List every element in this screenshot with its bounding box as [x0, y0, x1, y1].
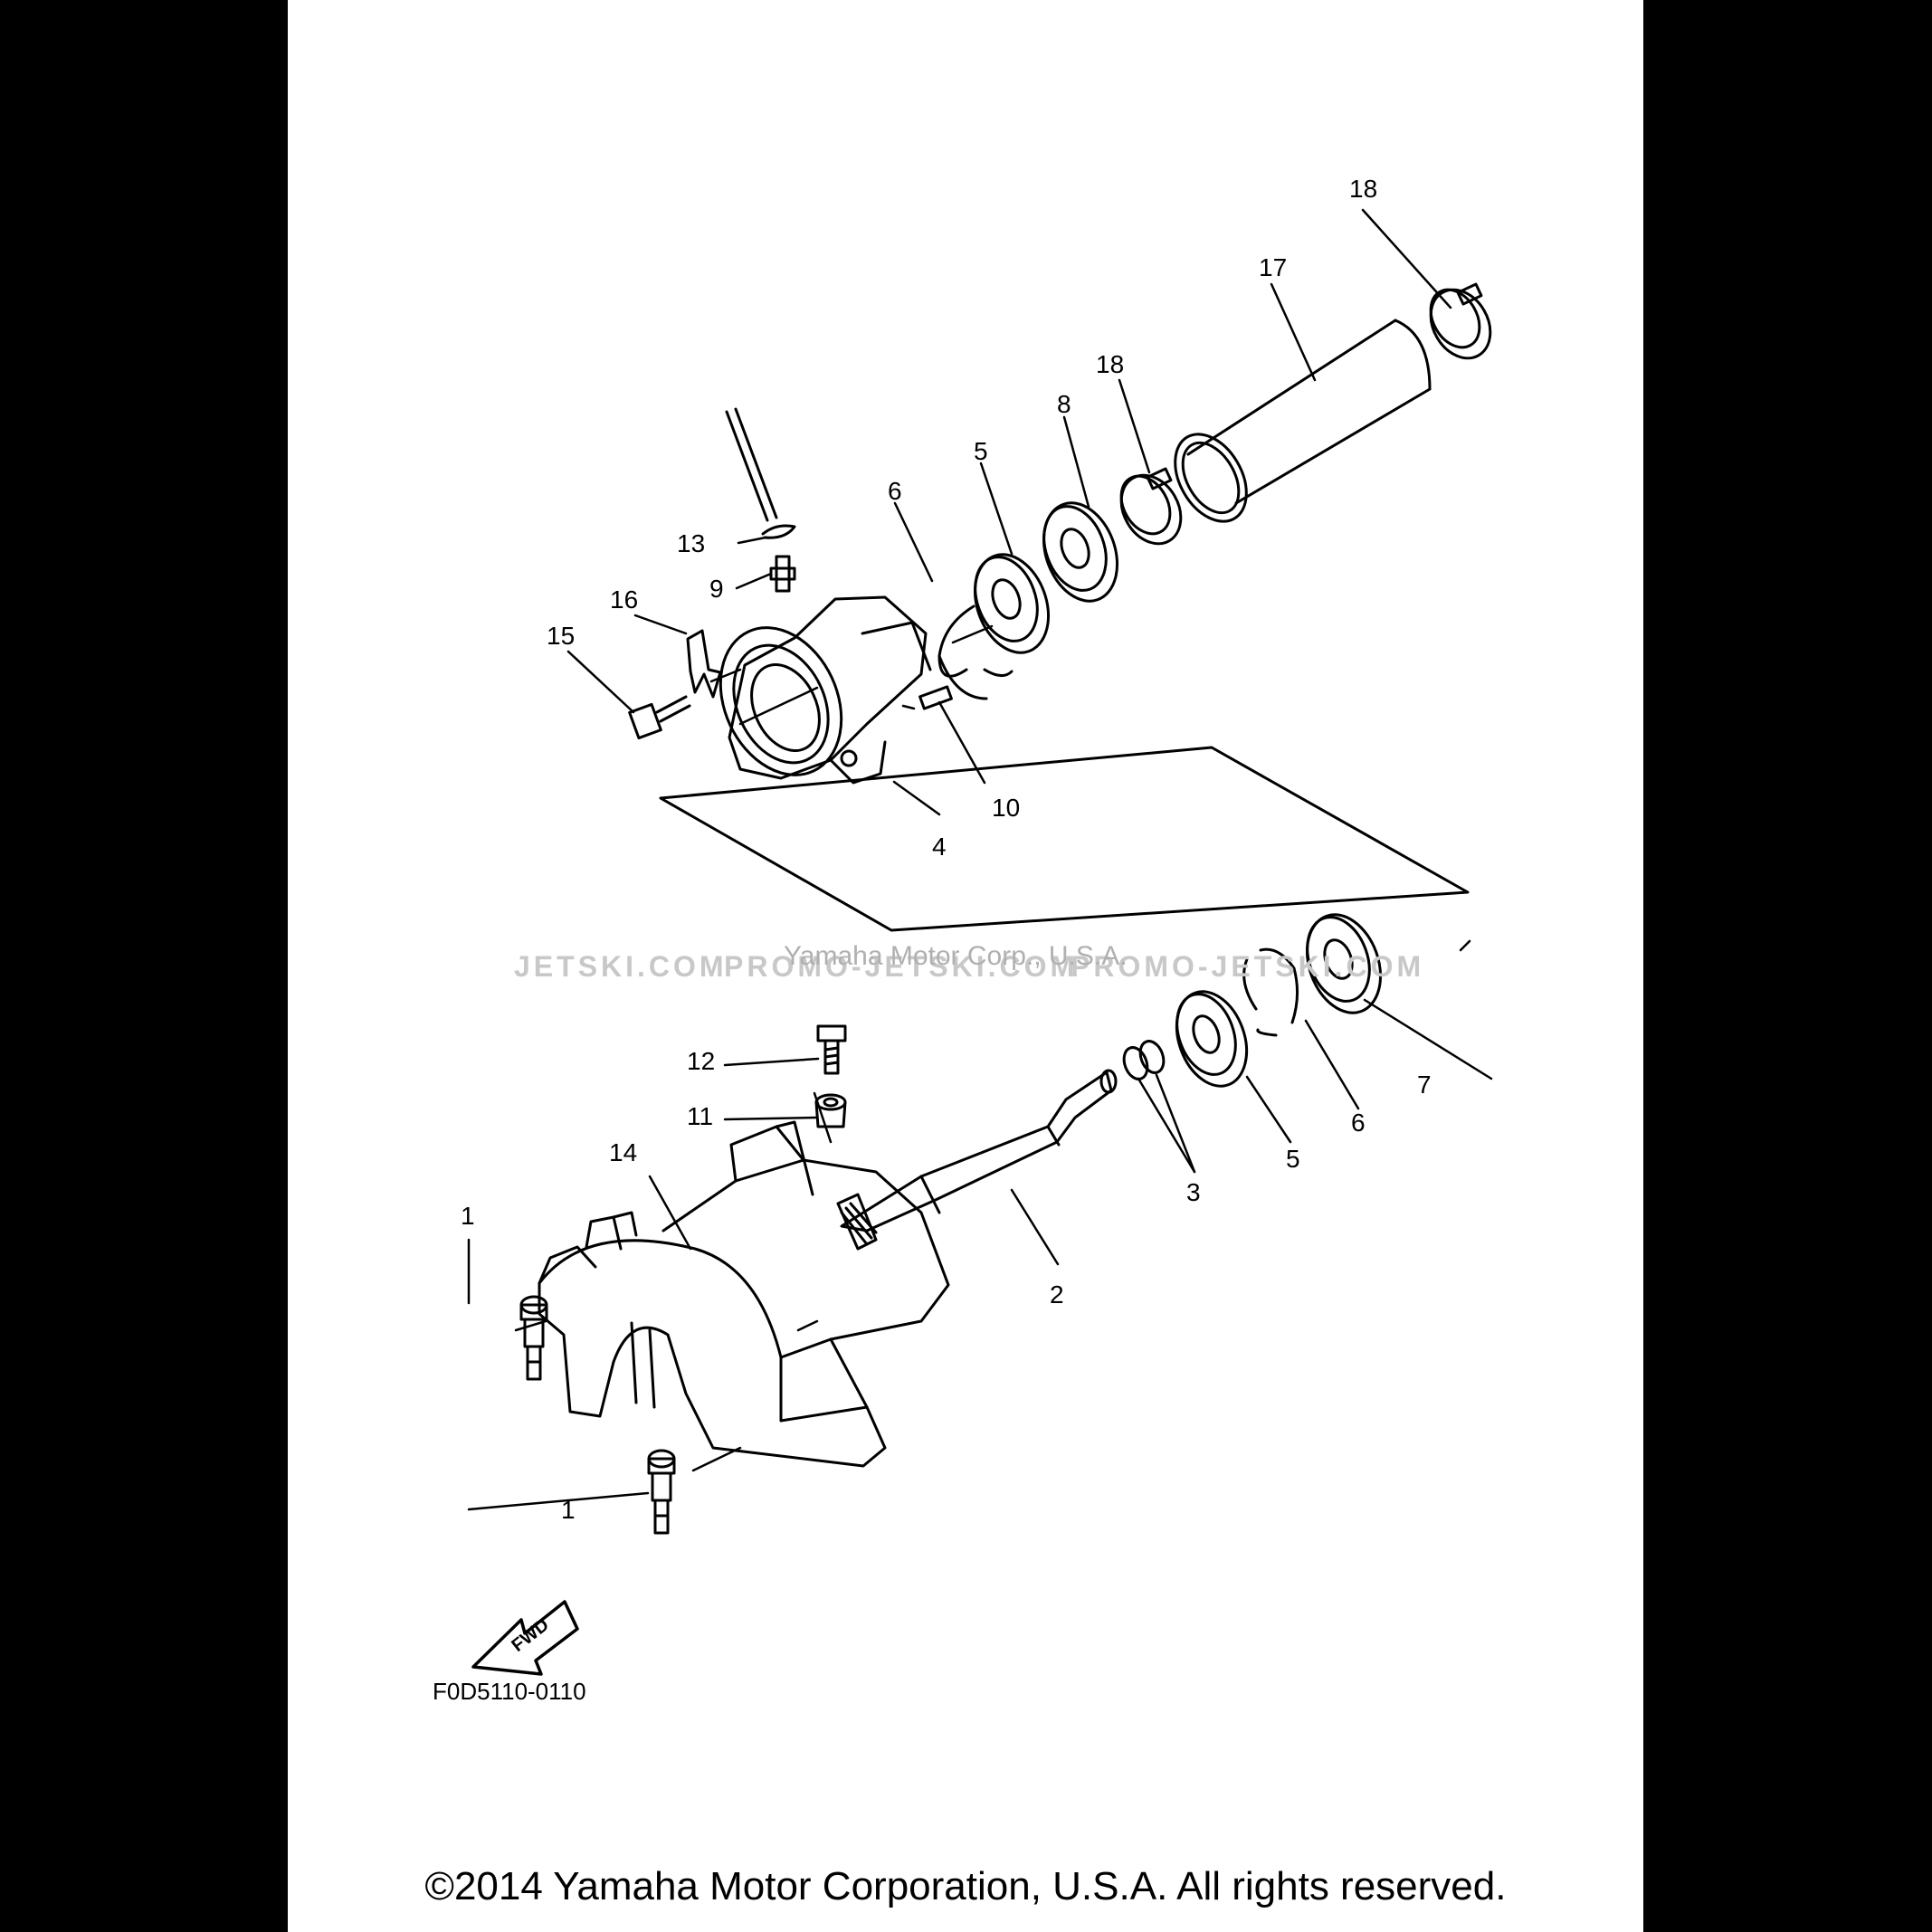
fitting-part-9: [769, 555, 796, 593]
callout-5-upper: 5: [974, 437, 988, 465]
callout-14: 14: [609, 1138, 637, 1166]
callout-labels: 18 17 18 8 5 6 13 9 16 15 10 4 12 11 14 …: [461, 175, 1432, 1524]
leader-lines: [467, 208, 1493, 1511]
parts-diagram-page: JETSKI.COM PROMO-JETSKI.COM PROMO-JETSKI…: [288, 0, 1643, 1932]
callout-1-upper: 1: [461, 1202, 475, 1230]
callout-18-lower: 18: [1096, 350, 1124, 378]
bolt-part-1-upper: [519, 1295, 548, 1381]
callout-5-lower: 5: [1286, 1145, 1300, 1173]
watermark-left: JETSKI.COM: [514, 950, 728, 983]
callout-10: 10: [992, 794, 1020, 822]
bearing-part-5-upper: [973, 553, 1051, 654]
plate-part-16: [686, 629, 722, 699]
bearing-part-7: [1305, 913, 1383, 1014]
bolt-part-15: [628, 695, 691, 740]
callout-9: 9: [709, 575, 724, 603]
callout-18-upper: 18: [1349, 175, 1377, 203]
callout-4: 4: [932, 833, 947, 861]
shaft-part-2: [836, 1069, 1118, 1251]
hose-part-17: [1174, 319, 1432, 523]
callout-6-upper: 6: [888, 477, 902, 505]
assembly-outline: [659, 746, 1470, 932]
collar-part-11: [814, 1093, 847, 1128]
cover-part-14: [538, 1120, 950, 1468]
watermark: JETSKI.COM PROMO-JETSKI.COM PROMO-JETSKI…: [514, 941, 1424, 983]
fwd-label: FWD: [508, 1615, 552, 1656]
callout-8: 8: [1057, 390, 1071, 418]
bolt-part-1-lower: [647, 1449, 676, 1535]
clip-part-13: [761, 524, 796, 539]
housing-part-4: [719, 595, 932, 785]
exploded-parts-diagram: JETSKI.COM PROMO-JETSKI.COM PROMO-JETSKI…: [433, 175, 1493, 1705]
callout-1-lower: 1: [561, 1496, 576, 1524]
connection-lines: [514, 624, 1471, 1472]
callout-12: 12: [687, 1047, 715, 1075]
hose-clamp-part-18-upper: [1429, 282, 1492, 360]
circlip-part-6-upper: [937, 604, 1014, 700]
callout-11: 11: [687, 1102, 713, 1130]
figure-code: F0D5110-0110: [433, 1678, 586, 1705]
callout-6-lower: 6: [1351, 1109, 1366, 1137]
watermark-right: PROMO-JETSKI.COM: [1071, 950, 1424, 983]
callout-7: 7: [1417, 1071, 1432, 1099]
watermark-middle: PROMO-JETSKI.COM: [724, 950, 1078, 983]
callout-17: 17: [1259, 253, 1287, 281]
bearing-part-5-lower: [1175, 990, 1249, 1088]
callout-15: 15: [547, 622, 575, 650]
bolt-part-12: [816, 1024, 847, 1075]
circlip-part-6-lower: [1242, 947, 1299, 1037]
callout-3: 3: [1186, 1178, 1201, 1206]
callout-16: 16: [610, 585, 638, 614]
callout-2: 2: [1050, 1280, 1064, 1309]
watermark-center: Yamaha Motor Corp., U.S.A.: [784, 941, 1128, 971]
pin-part-10: [918, 685, 953, 710]
o-ring-part-3: [1122, 1040, 1166, 1080]
copyright-footer: ©2014 Yamaha Motor Corporation, U.S.A. A…: [424, 1864, 1507, 1908]
callout-13: 13: [677, 529, 705, 557]
hose-clamp-part-18-lower: [1119, 467, 1183, 546]
fwd-arrow-icon: [471, 1600, 579, 1676]
cable-line: [725, 407, 778, 522]
bearing-part-8: [1042, 501, 1119, 603]
